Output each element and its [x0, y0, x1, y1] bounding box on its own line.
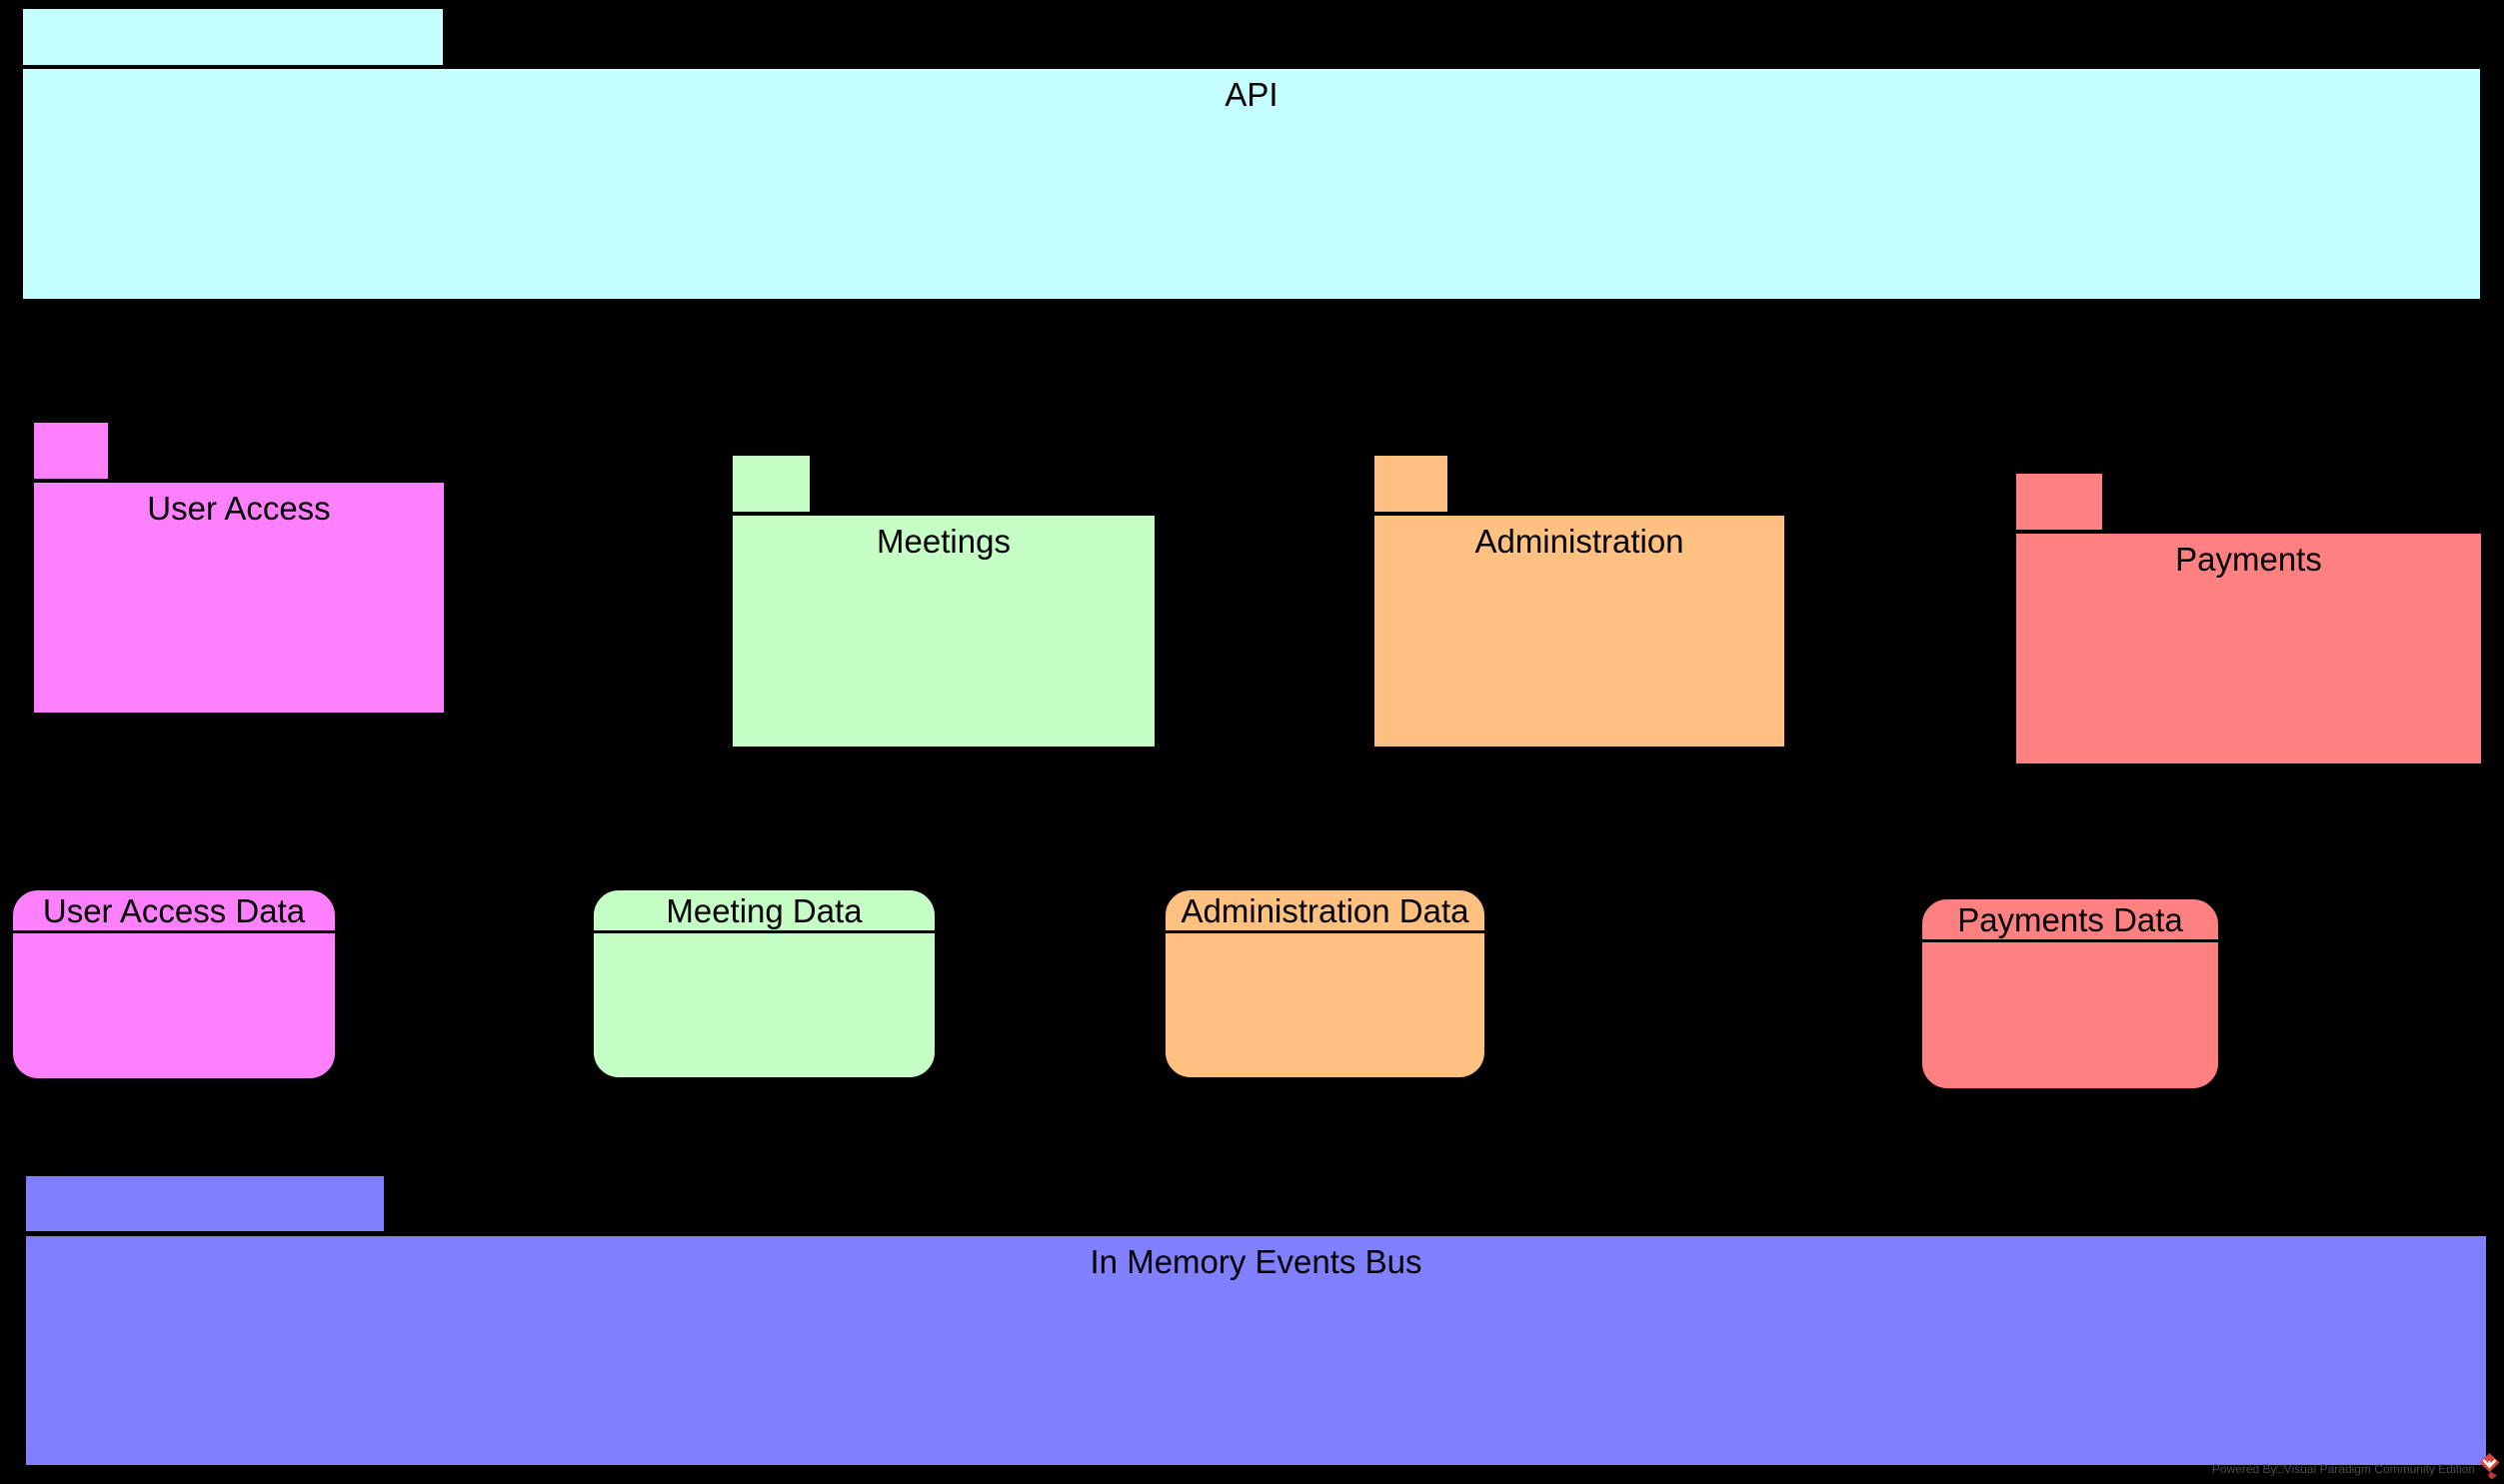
package-in-memory-events-bus[interactable]: In Memory Events Bus: [24, 1174, 2488, 1467]
package-meetings-body: Meetings: [731, 514, 1157, 748]
data-store-meeting-data[interactable]: Meeting Data: [591, 887, 938, 1080]
visual-paradigm-logo-icon: [2479, 1453, 2500, 1480]
package-user-access-title: User Access: [147, 490, 331, 527]
data-store-user-access-data-title: User Access Data: [42, 891, 306, 929]
package-meetings[interactable]: Meetings: [731, 454, 1157, 748]
package-api-tab: [21, 7, 445, 65]
package-api[interactable]: API: [21, 7, 2482, 301]
data-store-meeting-data-title: Meeting Data: [666, 891, 863, 929]
data-store-payments-data-header: Payments Data: [1922, 899, 2218, 942]
watermark: Powered By□Visual Paradigm Community Edi…: [2212, 1452, 2501, 1480]
watermark-text: Powered By□Visual Paradigm Community Edi…: [2211, 1462, 2475, 1476]
package-payments-tab: [2014, 472, 2104, 530]
package-administration[interactable]: Administration: [1372, 454, 1786, 748]
package-api-body: API: [21, 67, 2482, 301]
data-store-meeting-data-header: Meeting Data: [594, 890, 935, 933]
package-meetings-tab: [731, 454, 812, 512]
package-user-access-body: User Access: [32, 481, 446, 715]
package-payments-title: Payments: [2175, 541, 2322, 578]
data-store-user-access-data-header: User Access Data: [13, 890, 335, 933]
data-store-user-access-data[interactable]: User Access Data: [10, 887, 338, 1081]
data-store-payments-data-title: Payments Data: [1957, 900, 2183, 938]
package-api-title: API: [1225, 76, 1278, 113]
package-user-access-tab: [32, 421, 110, 479]
package-payments-body: Payments: [2014, 532, 2483, 765]
package-in-memory-events-bus-tab: [24, 1174, 386, 1231]
package-in-memory-events-bus-body: In Memory Events Bus: [24, 1234, 2488, 1467]
data-store-administration-data-title: Administration Data: [1181, 891, 1469, 929]
package-user-access[interactable]: User Access: [32, 421, 446, 715]
package-meetings-title: Meetings: [877, 523, 1011, 560]
data-store-administration-data[interactable]: Administration Data: [1163, 887, 1487, 1080]
package-in-memory-events-bus-title: In Memory Events Bus: [1090, 1243, 1422, 1280]
package-payments[interactable]: Payments: [2014, 472, 2483, 765]
package-administration-title: Administration: [1474, 523, 1684, 560]
data-store-payments-data[interactable]: Payments Data: [1919, 896, 2221, 1091]
package-administration-tab: [1372, 454, 1449, 512]
package-administration-body: Administration: [1372, 514, 1786, 748]
data-store-administration-data-header: Administration Data: [1166, 890, 1484, 933]
